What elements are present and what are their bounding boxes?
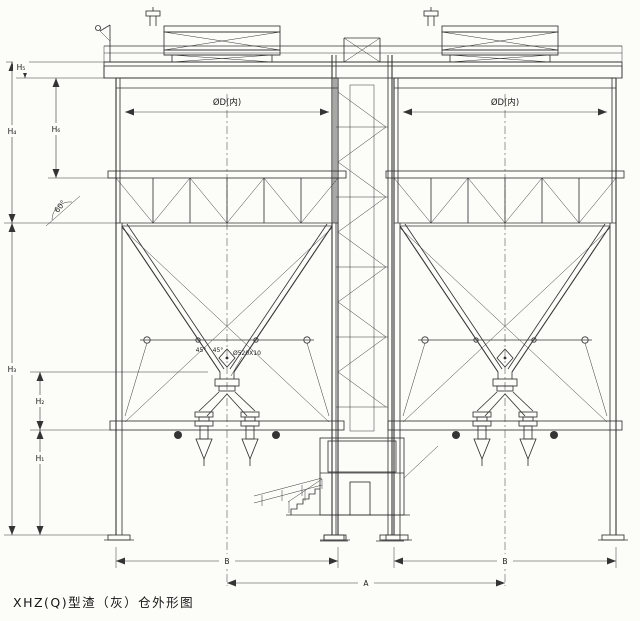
label-outlet-angle-left: 45° xyxy=(196,347,207,354)
label-diameter-left: ØD(内) xyxy=(213,97,241,108)
label-h4: H₄ xyxy=(8,127,17,136)
label-dim-b-left: B xyxy=(224,557,229,566)
top-railing xyxy=(103,45,623,63)
label-h6: H₆ xyxy=(52,125,61,134)
door xyxy=(349,481,371,516)
dimensions xyxy=(4,61,617,588)
label-outlet-pipe-spec: Ø520X10 xyxy=(233,350,261,357)
ground-enclosure xyxy=(253,437,439,516)
stair-stringers xyxy=(337,91,387,408)
angle-arc xyxy=(51,201,73,221)
label-h5: H₅ xyxy=(17,63,26,72)
label-diameter-right: ØD(内) xyxy=(491,97,519,108)
label-hopper-angle: 60° xyxy=(52,198,67,214)
label-dim-b-right: B xyxy=(502,557,507,566)
label-h2: H₂ xyxy=(36,397,45,406)
stair-tower xyxy=(320,37,404,542)
label-h3: H₃ xyxy=(8,365,17,374)
cage-ladder xyxy=(349,84,375,432)
label-outlet-angle-right: 45° xyxy=(213,347,224,354)
label-dim-a: A xyxy=(363,579,369,588)
davit-pulley xyxy=(95,25,101,31)
drawing-caption: XHZ(Q)型渣（灰）仓外形图 xyxy=(13,595,195,610)
label-h1: H₁ xyxy=(36,454,45,463)
top-platform xyxy=(95,24,623,79)
left-silo xyxy=(104,7,350,586)
right-silo xyxy=(382,7,628,586)
louver-panel xyxy=(327,440,397,473)
entry-steps xyxy=(290,488,320,515)
